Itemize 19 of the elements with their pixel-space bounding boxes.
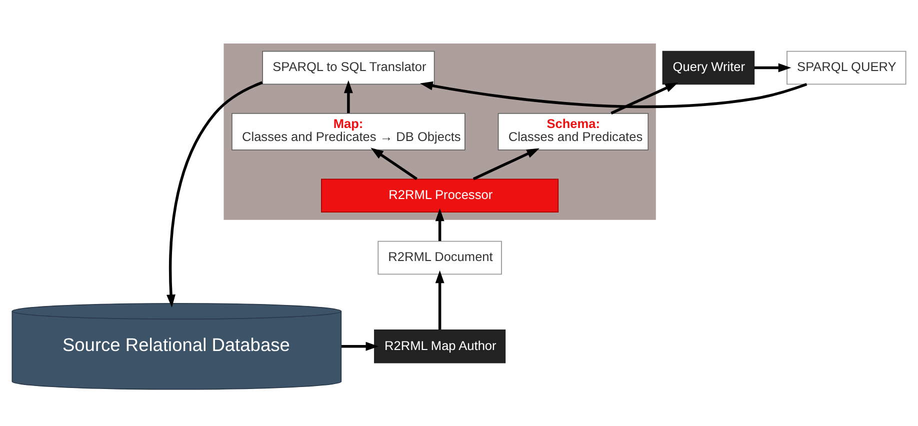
arrow xyxy=(344,80,353,114)
arrow xyxy=(420,81,808,108)
node-box: Map: Classes and Predicates → DB Objects xyxy=(231,112,466,150)
node-box: Query Writer xyxy=(662,50,755,85)
node-box: R2RML Map Author xyxy=(374,330,506,364)
node-box: R2RML Processor xyxy=(321,178,559,213)
node-box: SPARQL to SQL Translator xyxy=(262,50,435,85)
arrow xyxy=(166,81,263,308)
node-box: R2RML Document xyxy=(378,240,502,275)
arrow xyxy=(610,82,678,115)
node-box: SPARQL QUERY xyxy=(786,50,906,85)
arrow xyxy=(435,208,444,242)
arrow xyxy=(435,270,444,330)
cluster xyxy=(224,44,656,220)
arrow xyxy=(754,63,792,72)
arrow xyxy=(341,342,379,351)
arrow xyxy=(472,148,540,180)
node-box: Schema: Classes and Predicates xyxy=(498,112,649,150)
arrow xyxy=(370,148,418,180)
